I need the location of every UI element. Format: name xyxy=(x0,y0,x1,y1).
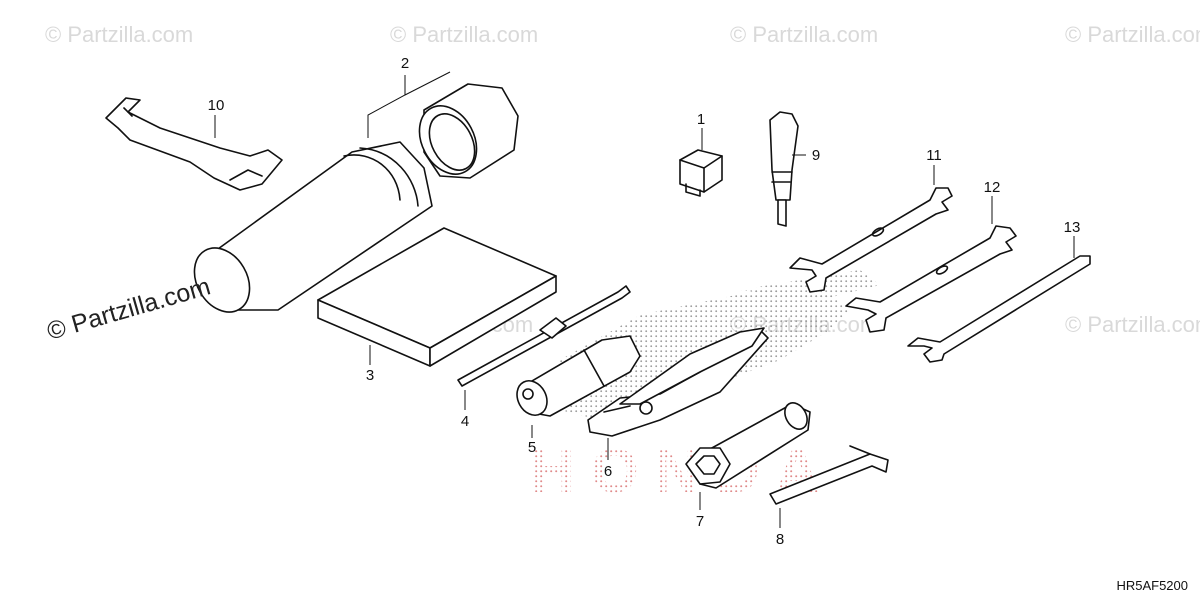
callout-5: 5 xyxy=(528,439,536,456)
part-12-wrench xyxy=(845,225,1017,333)
callout-9: 9 xyxy=(812,147,820,164)
callout-2: 2 xyxy=(401,55,409,72)
watermark-text: © Partzilla.com xyxy=(45,22,193,47)
watermark-text: © Partzilla.com xyxy=(1065,312,1200,337)
callout-11: 11 xyxy=(926,147,942,164)
part-11-wrench xyxy=(789,187,953,293)
part-9-screwdriver-handle xyxy=(769,111,799,227)
callout-3: 3 xyxy=(366,367,374,384)
callout-1: 1 xyxy=(697,111,705,128)
callout-7: 7 xyxy=(696,513,704,530)
diagram-code: HR5AF5200 xyxy=(1116,578,1188,593)
part-6-pliers xyxy=(587,327,769,437)
callout-labels: 1 2 3 4 5 6 7 8 9 10 11 12 13 xyxy=(208,55,1081,548)
part-4-screwdriver-shaft xyxy=(457,285,631,387)
part-2-tool-tube xyxy=(193,83,519,313)
part-1-fuse xyxy=(679,149,723,197)
callout-4: 4 xyxy=(461,413,469,430)
callout-13: 13 xyxy=(1064,219,1081,236)
watermark-text: © Partzilla.com xyxy=(1065,22,1200,47)
callout-8: 8 xyxy=(776,531,784,548)
part-10-strap xyxy=(105,97,283,191)
callout-12: 12 xyxy=(984,179,1001,196)
partzilla-watermark: © Partzilla.com xyxy=(44,272,214,345)
watermark-text: © Partzilla.com xyxy=(730,22,878,47)
part-3-manual xyxy=(317,227,557,367)
part-7-plug-wrench xyxy=(685,402,811,489)
part-13-wrench xyxy=(907,255,1091,363)
part-8-hex-key xyxy=(769,445,889,505)
watermark-text: © Partzilla.com xyxy=(390,22,538,47)
callout-10: 10 xyxy=(208,97,225,114)
part-5-socket-handle xyxy=(516,335,641,417)
callout-6: 6 xyxy=(604,463,612,480)
